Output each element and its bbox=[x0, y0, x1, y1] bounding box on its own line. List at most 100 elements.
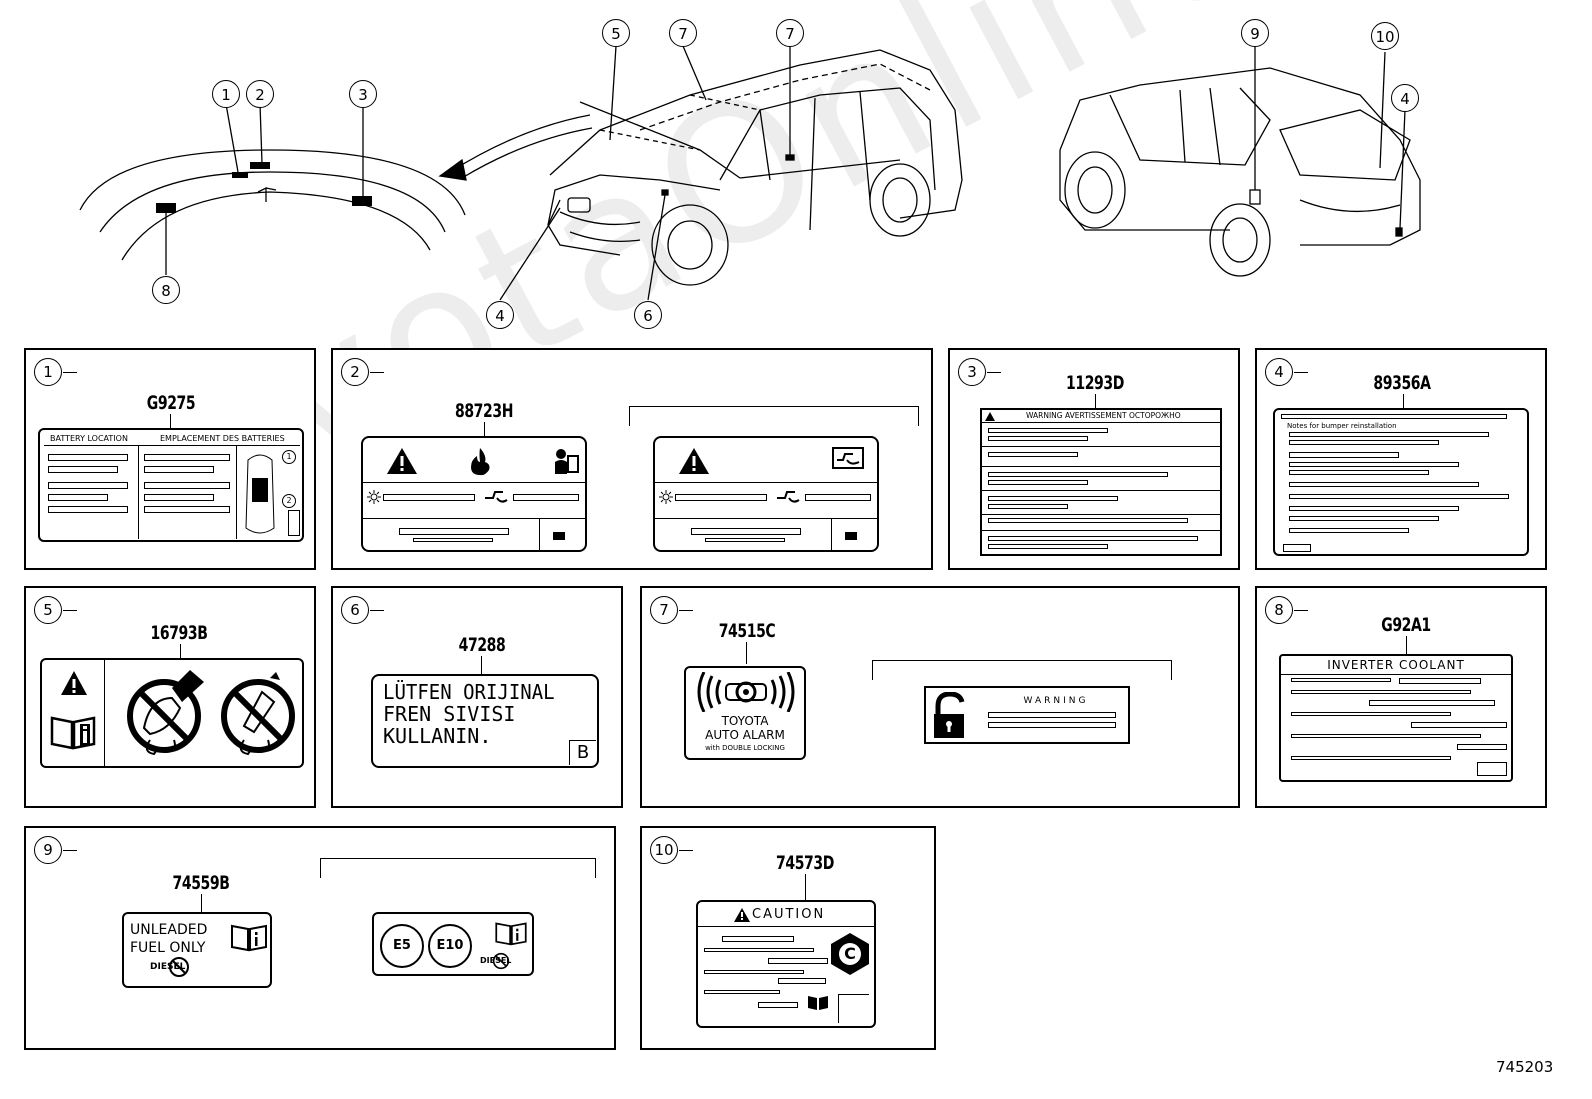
callout-7b: 7 bbox=[776, 19, 804, 47]
callout-10: 10 bbox=[1371, 22, 1399, 50]
label-header: INVERTER COOLANT bbox=[1327, 658, 1465, 672]
coolant-icon bbox=[777, 491, 800, 503]
label-header-right: EMPLACEMENT DES BATTERIES bbox=[160, 434, 285, 443]
panel-9: 9 74559B UNLEADED FUEL ONLY DIESEL E5 E1… bbox=[24, 826, 616, 1050]
vehicle-illustrations bbox=[79, 45, 1421, 301]
e5-e10-fuel-label: E5 E10 DIESEL bbox=[372, 912, 534, 976]
warning-triangle-icon bbox=[985, 412, 995, 421]
hood-warning-label bbox=[40, 658, 304, 768]
manual-icon bbox=[808, 996, 828, 1010]
part-code: 89356A bbox=[1373, 372, 1431, 394]
no-diesel-icon bbox=[169, 957, 189, 977]
mini-marker-1: 1 bbox=[282, 450, 296, 464]
sun-icon bbox=[367, 490, 381, 504]
person-hazard-icon bbox=[555, 449, 579, 474]
no-hand-icon bbox=[127, 670, 204, 756]
panel-10: 10 74573D CAUTION C bbox=[640, 826, 936, 1050]
panel-8: 8 G92A1 INVERTER COOLANT bbox=[1255, 586, 1547, 808]
panel-3: 3 11293D WARNING AVERTISSEMENT OCTOPOЖHO bbox=[948, 348, 1240, 570]
manual-icon bbox=[832, 447, 864, 469]
coolant-icon bbox=[485, 491, 508, 503]
label-line-2: FREN SIVISI bbox=[383, 702, 516, 726]
callout-6: 6 bbox=[634, 301, 662, 329]
auto-alarm-label: TOYOTA AUTO ALARM with DOUBLE LOCKING bbox=[684, 666, 806, 760]
battery-location-label: BATTERY LOCATION EMPLACEMENT DES BATTERI… bbox=[38, 428, 304, 542]
part-code: 88723H bbox=[454, 400, 514, 422]
part-code: G92A1 bbox=[1381, 614, 1431, 636]
panel-5: 5 16793B bbox=[24, 586, 316, 808]
panel-4: 4 89356A Notes for bumper reinstallation bbox=[1255, 348, 1547, 570]
callout-9: 9 bbox=[1241, 19, 1269, 47]
callout-5: 5 bbox=[602, 19, 630, 47]
part-code: 74573D bbox=[776, 852, 834, 874]
panel-1: 1 G9275 BATTERY LOCATION EMPLACEMENT DES… bbox=[24, 348, 316, 570]
part-code: 74515C bbox=[718, 620, 776, 642]
inverter-coolant-label: INVERTER COOLANT bbox=[1279, 654, 1513, 782]
callout-8: 8 bbox=[152, 276, 180, 304]
callout-3: 3 bbox=[349, 80, 377, 108]
hexagon-letter: C bbox=[844, 944, 856, 963]
panel-number: 8 bbox=[1265, 596, 1308, 624]
label-line-3: KULLANIN. bbox=[383, 724, 492, 748]
callout-7a: 7 bbox=[669, 19, 697, 47]
warning-triangle-icon bbox=[679, 448, 709, 474]
callout-1: 1 bbox=[212, 80, 240, 108]
caution-label: CAUTION C bbox=[696, 900, 876, 1028]
unleaded-fuel-label: UNLEADED FUEL ONLY DIESEL bbox=[122, 912, 272, 988]
mini-marker-2: 2 bbox=[282, 494, 296, 508]
flame-icon bbox=[471, 448, 490, 476]
bumper-notice-label: Notes for bumper reinstallation bbox=[1273, 408, 1529, 556]
panel-number: 2 bbox=[341, 358, 384, 386]
panel-number: 5 bbox=[34, 596, 77, 624]
panel-7: 7 74515C TOYOTA AUTO ALARM with DOUBLE L… bbox=[640, 586, 1240, 808]
panel-number: 10 bbox=[650, 836, 693, 864]
panel-2: 2 88723H bbox=[331, 348, 933, 570]
car-topview-icon bbox=[245, 454, 275, 534]
callout-4b: 4 bbox=[1391, 84, 1419, 112]
part-code: 11293D bbox=[1066, 372, 1124, 394]
no-spray-icon bbox=[221, 672, 295, 756]
manual-info-icon bbox=[495, 922, 527, 946]
double-lock-warning-label: WARNING bbox=[924, 686, 1130, 744]
part-code: 16793B bbox=[150, 622, 208, 644]
callout-4a: 4 bbox=[486, 301, 514, 329]
corner-letter: B bbox=[569, 740, 596, 765]
warning-text: WARNING bbox=[1023, 696, 1089, 706]
label-line-1: LÜTFEN ORIJINAL bbox=[383, 680, 555, 704]
manual-info-icon bbox=[231, 924, 267, 952]
warning-triangle-icon bbox=[61, 671, 87, 695]
alarm-line-3: with DOUBLE LOCKING bbox=[705, 744, 785, 752]
label-header-left: BATTERY LOCATION bbox=[50, 434, 128, 443]
part-code: 74559B bbox=[172, 872, 230, 894]
radiator-warning-label-alt bbox=[653, 436, 879, 552]
label-note: Notes for bumper reinstallation bbox=[1287, 422, 1397, 430]
manual-info-icon bbox=[50, 716, 96, 750]
fuel-line-2: FUEL ONLY bbox=[130, 940, 206, 956]
warning-triangle-icon bbox=[387, 448, 417, 474]
panel-number: 7 bbox=[650, 596, 693, 624]
label-header: WARNING AVERTISSEMENT OCTOPOЖHO bbox=[1026, 411, 1181, 420]
panel-number: 4 bbox=[1265, 358, 1308, 386]
part-code: 47288 bbox=[458, 634, 506, 656]
no-diesel-icon bbox=[492, 952, 510, 970]
callout-2: 2 bbox=[246, 80, 274, 108]
diagram-id: 745203 bbox=[1496, 1058, 1554, 1076]
hexagon-c-icon bbox=[831, 933, 869, 975]
warning-triangle-icon bbox=[734, 908, 750, 922]
fuel-line-1: UNLEADED bbox=[130, 922, 208, 938]
e10-badge: E10 bbox=[428, 924, 472, 968]
panel-number: 1 bbox=[34, 358, 77, 386]
panel-number: 9 bbox=[34, 836, 77, 864]
panel-number: 6 bbox=[341, 596, 384, 624]
part-code: G9275 bbox=[146, 392, 196, 414]
warning-text-label: WARNING AVERTISSEMENT OCTOPOЖHO bbox=[980, 408, 1222, 556]
diesel-crossed: DIESEL bbox=[150, 962, 186, 972]
diesel-crossed: DIESEL bbox=[480, 956, 512, 965]
alarm-signal-icon bbox=[697, 672, 795, 712]
sun-icon bbox=[659, 490, 673, 504]
brake-fluid-label: LÜTFEN ORIJINAL FREN SIVISI KULLANIN. B bbox=[371, 674, 599, 768]
caution-text: CAUTION bbox=[752, 907, 826, 922]
panel-number: 3 bbox=[958, 358, 1001, 386]
e5-badge: E5 bbox=[380, 924, 424, 968]
lock-icon bbox=[934, 692, 965, 738]
